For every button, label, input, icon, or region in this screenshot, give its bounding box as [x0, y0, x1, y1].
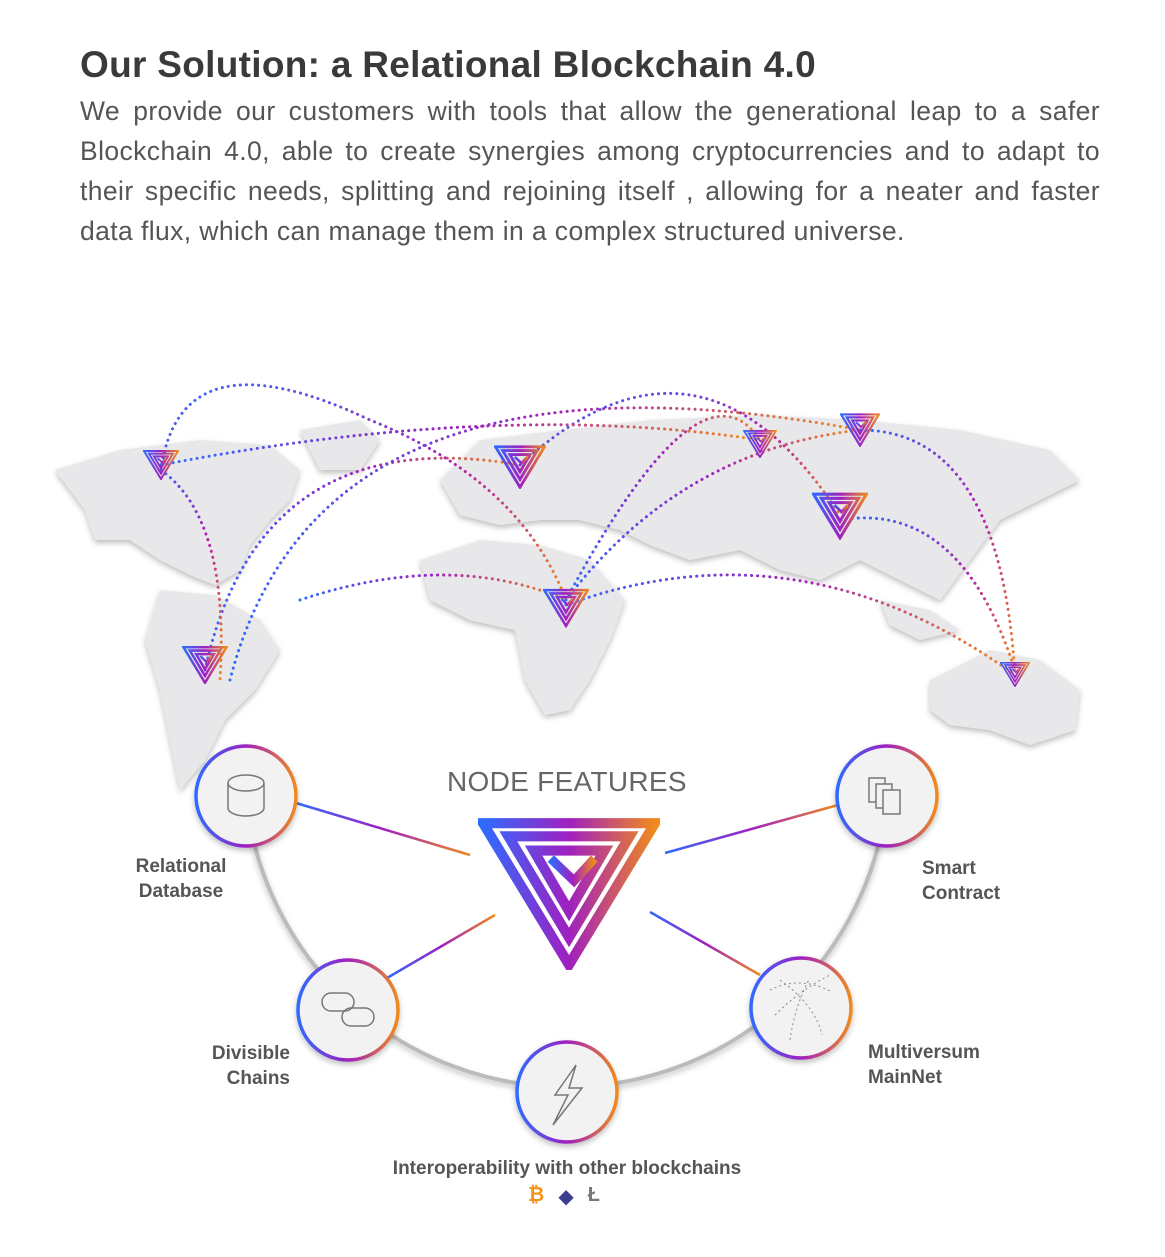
globe-lines-icon — [769, 974, 833, 1041]
smart-contract-node — [835, 744, 939, 848]
label-line: Relational — [135, 856, 227, 877]
database-icon — [227, 774, 265, 817]
documents-icon — [868, 777, 901, 815]
label-line: Contract — [922, 883, 1001, 904]
label-line: Database — [138, 881, 224, 902]
label-line: Smart — [922, 858, 976, 879]
coin-icons: ₿ ◆ Ł — [528, 1184, 600, 1209]
north-america — [55, 440, 300, 585]
europe-asia — [440, 415, 1080, 600]
ethereum-icon: ◆ — [558, 1186, 574, 1208]
litecoin-icon: Ł — [587, 1184, 600, 1206]
connector-lines — [295, 801, 839, 1040]
interoperability-label: Interoperability with other blockchains — [392, 1158, 742, 1179]
feature-circles — [194, 744, 939, 1144]
interoperability-node — [515, 1040, 619, 1144]
page-title: Our Solution: a Relational Blockchain 4.… — [80, 44, 816, 85]
label-line: Multiversum — [868, 1042, 980, 1063]
bitcoin-icon: ₿ — [528, 1184, 545, 1206]
multiversum-mainnet-label: Multiversum MainNet — [868, 1040, 980, 1090]
australia — [930, 650, 1080, 745]
smart-contract-label: Smart Contract — [922, 856, 1000, 906]
relational-database-label: Relational Database — [120, 854, 242, 904]
south-america — [145, 590, 280, 790]
label-line: MainNet — [868, 1067, 942, 1088]
relational-database-node — [194, 744, 298, 848]
divisible-chains-label: Divisible Chains — [180, 1041, 290, 1091]
divisible-chains-node — [296, 958, 400, 1062]
lightning-icon — [552, 1064, 584, 1126]
multiversum-logo-icon — [483, 823, 655, 965]
chain-links-icon — [321, 992, 375, 1027]
intro-paragraph: We provide our customers with tools that… — [80, 96, 1100, 246]
greenland — [300, 420, 380, 470]
label-line: Chains — [226, 1068, 290, 1089]
world-map — [55, 415, 1080, 790]
label-line: Divisible — [211, 1043, 290, 1064]
network-arcs — [159, 383, 1017, 682]
multiversum-mainnet-node — [749, 956, 853, 1060]
node-features-heading: NODE FEATURES — [447, 766, 687, 797]
